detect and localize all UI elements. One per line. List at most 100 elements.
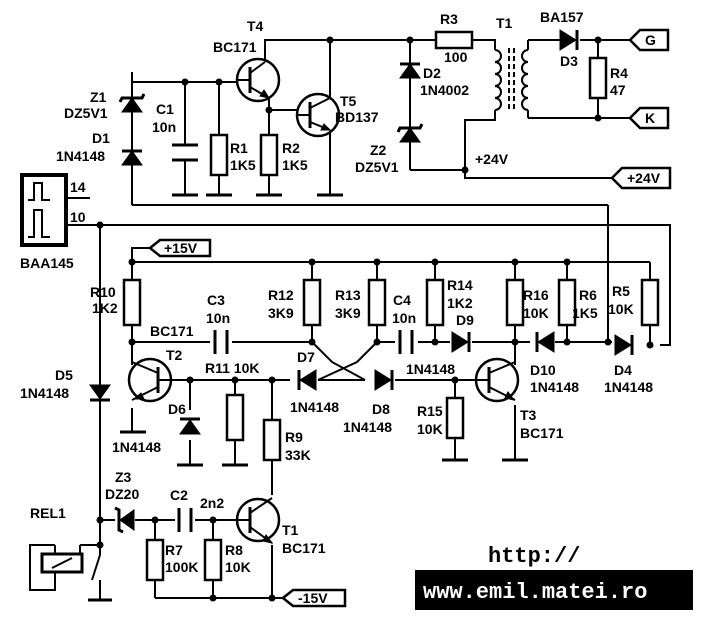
transistor-t1 <box>235 497 281 544</box>
label-d5-name: D5 <box>55 367 73 383</box>
label-t5-name: T5 <box>340 93 357 109</box>
resistor-r6 <box>557 278 577 327</box>
terminal-labels: G K +24V +24V +15V -15V <box>164 32 661 606</box>
label-t4-name: T4 <box>247 18 264 34</box>
zener-z2 <box>396 123 424 143</box>
label-r12-value: 3K9 <box>268 305 294 321</box>
label-r4-name: R4 <box>610 65 628 81</box>
label-t3-value: BC171 <box>520 425 564 441</box>
label-r8-value: 10K <box>225 559 251 575</box>
label-rel1: REL1 <box>30 505 66 521</box>
terminal-24v <box>610 166 672 190</box>
label-z3-value: DZ20 <box>105 486 139 502</box>
label-t1x: T1 <box>496 15 513 31</box>
label-r9-value: 33K <box>285 447 311 463</box>
resistor-r11 <box>225 393 245 442</box>
resistor-r10 <box>122 278 142 327</box>
diode-d9 <box>451 331 471 353</box>
label-r10-value: 1K2 <box>92 300 118 316</box>
diode-d1 <box>121 149 143 166</box>
wires <box>29 39 671 600</box>
label-r16-name: R16 <box>523 287 549 303</box>
website-banner: http:// www.emil.matei.ro <box>415 544 693 610</box>
label-r14-name: R14 <box>447 277 473 293</box>
label-d7-value: 1N4148 <box>290 399 339 415</box>
label-z2-name: Z2 <box>370 142 387 158</box>
resistor-r12 <box>302 278 322 327</box>
resistor-r14 <box>425 278 445 327</box>
label-r9-name: R9 <box>285 429 303 445</box>
transistor-t2 <box>127 357 173 403</box>
resistor-r1 <box>209 133 229 177</box>
ic-pin-14: 14 <box>70 179 86 195</box>
zener-z3 <box>114 506 135 534</box>
label-r14-value: 1K2 <box>447 295 473 311</box>
label-r15-value: 10K <box>417 421 443 437</box>
diode-d5 <box>89 384 111 402</box>
terminals <box>147 28 672 608</box>
label-t5-value: BD137 <box>335 109 379 125</box>
label-d7-name: D7 <box>297 349 315 365</box>
label-r11: R11 10K <box>205 360 259 376</box>
label-d1-value: 1N4148 <box>56 148 105 164</box>
transistor-t5 <box>295 92 341 138</box>
terminal-g-label: G <box>645 32 656 48</box>
resistor-r8 <box>203 538 223 582</box>
label-r16-value: 10K <box>523 305 549 321</box>
url-line-1: http:// <box>488 544 580 569</box>
label-r15-name: R15 <box>417 403 443 419</box>
label-z1-value: DZ5V1 <box>64 105 108 121</box>
label-t1-name: T1 <box>282 522 299 538</box>
label-r10-name: R10 <box>90 284 116 300</box>
label-r5-name: R5 <box>612 283 630 299</box>
terminal-k-label: K <box>645 110 655 126</box>
url-banner-bg <box>415 570 693 610</box>
label-r3-value: 100 <box>444 49 468 65</box>
label-t2-name: T2 <box>166 347 183 363</box>
diode-d2 <box>399 62 421 79</box>
label-d9-value: 1N4148 <box>406 361 455 377</box>
relay-rel1 <box>40 545 101 581</box>
label-c2-name: C2 <box>170 487 188 503</box>
label-d4-name: D4 <box>614 362 632 378</box>
label-d9-name: D9 <box>456 312 474 328</box>
label-d4-value: 1N4148 <box>604 379 653 395</box>
label-t4-value: BC171 <box>213 39 257 55</box>
diode-d10 <box>535 331 555 353</box>
terminal-g <box>628 28 670 52</box>
label-d8-name: D8 <box>372 401 390 417</box>
label-d5-value: 1N4148 <box>20 385 69 401</box>
label-d8-value: 1N4148 <box>343 419 392 435</box>
label-d3-type: BA157 <box>540 9 584 25</box>
transistor-t4 <box>235 57 281 103</box>
label-r12-name: R12 <box>268 287 294 303</box>
label-r7-name: R7 <box>165 542 183 558</box>
label-r13-value: 3K9 <box>335 305 361 321</box>
transistor-t3 <box>474 357 520 403</box>
label-r13-name: R13 <box>335 287 361 303</box>
label-d6-name: D6 <box>168 401 186 417</box>
junction-dots <box>96 36 654 602</box>
capacitor-c4 <box>398 330 414 354</box>
label-r7-value: 100K <box>165 559 198 575</box>
label-d10-value: 1N4148 <box>530 379 579 395</box>
terminal-k <box>628 106 670 130</box>
label-r6-name: R6 <box>579 287 597 303</box>
resistors <box>122 30 660 582</box>
label-d2-name: D2 <box>423 65 441 81</box>
resistor-r15 <box>445 396 465 440</box>
label-c2-value: 2n2 <box>200 495 224 511</box>
capacitor-c2 <box>177 508 193 532</box>
label-c4-name: C4 <box>393 292 411 308</box>
label-r4-value: 47 <box>610 82 626 98</box>
label-r2-value: 1K5 <box>282 157 308 173</box>
diode-d3 <box>559 29 579 51</box>
supply-24v-label: +24V <box>475 151 509 167</box>
terminal-m15 <box>280 588 347 608</box>
ic-name: BAA145 <box>20 255 74 271</box>
resistor-r9 <box>262 418 282 462</box>
resistor-r5 <box>640 278 660 327</box>
diode-d7 <box>297 369 317 391</box>
